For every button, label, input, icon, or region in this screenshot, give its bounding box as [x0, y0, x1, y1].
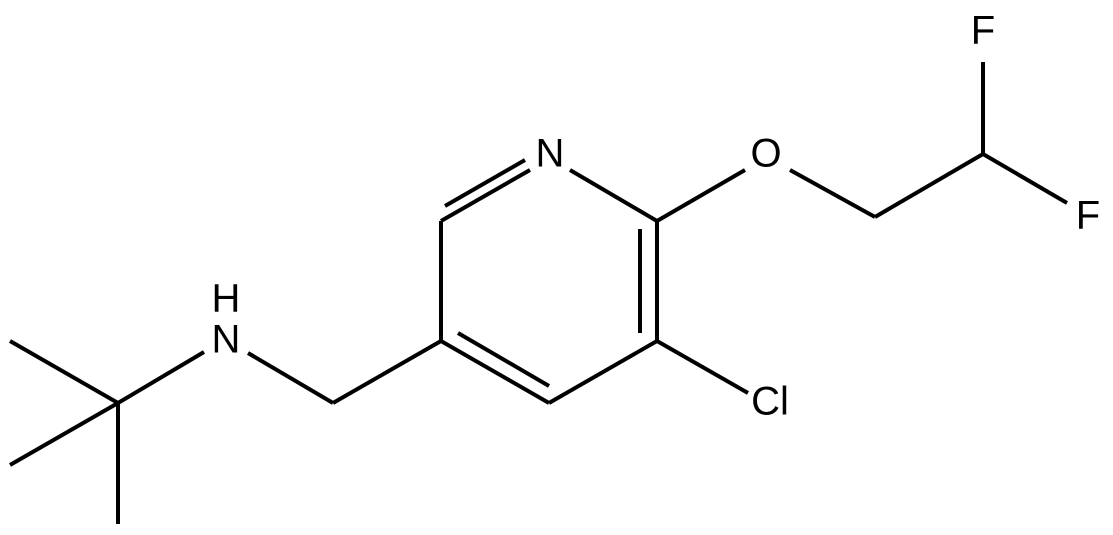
atom-label-oxygen: O [750, 132, 781, 176]
bond-ch2-nh [246, 351, 335, 405]
bond-chf2-f-right [981, 152, 1069, 205]
atom-label-amine-h: H [212, 277, 241, 321]
atom-label-amine-n: N [212, 318, 241, 362]
bond-c3-c4-inner [456, 331, 551, 388]
bond-n-c2-inner [444, 158, 526, 208]
atom-label-ring-nitrogen: N [536, 132, 565, 176]
bond-c5-cl [656, 339, 749, 395]
bond-c3-ch2 [332, 339, 442, 405]
bond-c6-o [655, 168, 747, 223]
bond-cq-me-lower [9, 401, 119, 467]
atom-label-fluorine-right: F [1076, 194, 1100, 238]
bond-o-ch2 [789, 168, 876, 219]
bond-ch2-chf2 [873, 152, 985, 219]
bond-c6-n [568, 168, 659, 223]
bond-c3-c4 [440, 339, 550, 405]
bond-n-c2 [440, 168, 531, 223]
atom-label-chlorine: Cl [751, 380, 789, 424]
bond-c4-c5 [548, 339, 658, 405]
atom-label-fluorine-top: F [971, 9, 995, 53]
bond-nh-cq [116, 350, 206, 405]
bond-cq-me-upper [9, 339, 119, 405]
